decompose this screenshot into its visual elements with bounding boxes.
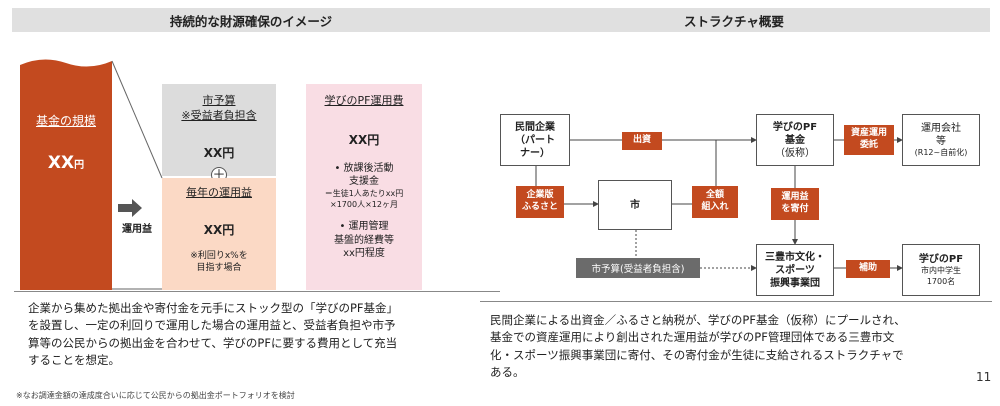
pf-fund-line-2: 基金 [785, 134, 805, 146]
pf-cost-item2-line2: 基盤的経費等 [334, 234, 394, 246]
pf-cost-title: 学びのPF運用費 [324, 94, 404, 107]
right-header-text: ストラクチャ概要 [684, 13, 784, 29]
invest-tag: 出資 [622, 132, 662, 150]
fund-amount: XX円 [48, 153, 84, 173]
city-budget-amount: XX円 [203, 145, 235, 160]
subsidy-tag-text: 補助 [858, 263, 877, 274]
pf-line-3: 1700名 [926, 276, 956, 286]
right-description: 民間企業による出資金／ふるさと納税が、学びのPF基金（仮称）にプールされ、 基金… [490, 312, 990, 381]
left-desc-line-2: を設置し、一定の利回りで運用した場合の運用益と、受益者負担や市予 [28, 318, 396, 333]
left-description-area [14, 291, 500, 379]
asset-manager-node: 運用会社 等 (R12~自前化) [902, 114, 980, 166]
pf-fund-line-3: （仮称） [775, 147, 815, 159]
left-desc-line-1: 企業から集めた拠出金や寄付金を元手にストック型の「学びのPF基金」 [28, 301, 399, 315]
donate-tag-line-1: 運用益 [781, 192, 809, 203]
furusato-tag: 企業版 ふるさと [516, 186, 564, 218]
fund-scale-label: 基金の規模 [35, 114, 96, 128]
right-section-header: ストラクチャ概要 [478, 8, 990, 32]
asset-mgr-line-1: 運用会社 [921, 122, 961, 134]
asset-tag-line-1: 資産運用 [850, 128, 887, 139]
subsidy-tag: 補助 [846, 260, 890, 278]
company-line-3: ナー） [520, 147, 550, 159]
left-section-header: 持続的な財源確保のイメージ [12, 8, 490, 32]
pf-line-1: 学びのPF [918, 254, 964, 266]
city-budget-tag-text: 市予算(受益者負担含) [591, 264, 685, 275]
pf-cost-amount: XX円 [348, 132, 380, 147]
pf-cost-item2-line1: • 運用管理 [339, 221, 389, 233]
fund-scale-bar [20, 59, 112, 290]
donate-tag-line-2: を寄付 [781, 204, 809, 214]
asset-mgr-line-3: (R12~自前化) [914, 147, 968, 157]
toyo-org-line-2: スポーツ [775, 264, 815, 276]
full-amount-tag-line-2: 組入れ [701, 202, 729, 212]
connector-line-top [111, 60, 163, 179]
city-budget-tag: 市予算(受益者負担含) [576, 258, 700, 278]
annual-return-note-2: 目指す場合 [196, 262, 242, 273]
left-desc-line-4: することを想定。 [28, 352, 120, 367]
pf-fund-node: 学びのPF 基金 （仮称） [756, 114, 834, 166]
right-description-divider [480, 301, 992, 302]
city-budget-title: 市予算 [202, 94, 236, 107]
donate-tag: 運用益 を寄付 [771, 188, 819, 220]
left-footnote: ※なお調達金額の達成度合いに応じて公民からの拠出金ポートフォリオを検討 [16, 391, 295, 400]
fund-amount-unit: 円 [74, 160, 85, 171]
city-node: 市 [598, 180, 672, 230]
company-node: 民間企業 （パート ナー） [500, 114, 570, 166]
invest-tag-text: 出資 [632, 135, 651, 146]
pf-cost-box: 学びのPF運用費 XX円 • 放課後活動 支援金 ＝生徒1人あたりxx円 ×17… [306, 84, 422, 290]
pf-cost-item1-line2: 支援金 [349, 176, 379, 188]
pf-line-2: 市内中学生 [921, 266, 961, 276]
arrow-right-icon [118, 199, 142, 217]
furusato-tag-line-2: ふるさと [521, 202, 558, 212]
fund-bar-shape [20, 59, 112, 290]
annual-return-note-1: ※利回りx%を [190, 250, 248, 261]
full-amount-tag: 全額 組入れ [692, 186, 738, 218]
right-desc-line-2: 基金での資産運用により創出された運用益が学びのPF管理団体である三豊市文 [490, 330, 895, 345]
right-desc-line-1: 民間企業による出資金／ふるさと納税が、学びのPF基金（仮称）にプールされ、 [490, 313, 906, 327]
toyo-org-line-1: 三豊市文化・ [765, 251, 825, 263]
left-desc-line-3: 算等の公民からの拠出金を合わせて、学びのPFに要する費用として充当 [28, 335, 398, 350]
company-line-2: （パート [515, 134, 555, 146]
pf-cost-item1-line1: • 放課後活動 [334, 162, 394, 174]
annual-return-amount: XX円 [203, 222, 235, 237]
pf-cost-item1-sub1: ＝生徒1人あたりxx円 [324, 188, 404, 198]
company-line-1: 民間企業 [515, 121, 555, 133]
fund-connector-lines [111, 60, 163, 290]
toyo-org-node: 三豊市文化・ スポーツ 振興事業団 [756, 244, 834, 296]
city-budget-subtitle: ※受益者負担含 [181, 108, 257, 122]
city-budget-box: 市予算 ※受益者負担含 XX円 [162, 84, 276, 176]
annual-return-title: 毎年の運用益 [186, 186, 252, 199]
page-number: 11 [976, 370, 992, 384]
pf-cost-item2-line3: xx円程度 [343, 248, 385, 260]
left-description: 企業から集めた拠出金や寄付金を元手にストック型の「学びのPF基金」 を設置し、一… [28, 300, 498, 369]
fund-label-group: 基金の規模 XX円 [20, 112, 112, 173]
left-header-text: 持続的な財源確保のイメージ [169, 13, 333, 29]
pf-cost-item1-sub2: ×1700人×12ヶ月 [330, 199, 398, 209]
city-label: 市 [630, 199, 640, 211]
asset-tag-line-2: 委託 [859, 140, 878, 150]
pf-node: 学びのPF 市内中学生 1700名 [902, 244, 980, 296]
furusato-tag-line-1: 企業版 [526, 190, 554, 201]
annual-return-box: 毎年の運用益 XX円 ※利回りx%を 目指す場合 [162, 178, 276, 290]
full-amount-tag-line-1: 全額 [705, 190, 724, 201]
right-desc-line-4: ある。 [490, 364, 525, 379]
right-desc-line-3: 化・スポーツ振興事業団に寄付、その寄付金が生徒に支給されるストラクチャで [490, 347, 904, 362]
fund-amount-value: XX [47, 153, 75, 173]
asset-mgr-line-2: 等 [936, 135, 946, 147]
toyo-org-line-3: 振興事業団 [770, 277, 820, 289]
asset-management-tag: 資産運用 委託 [844, 125, 894, 155]
return-arrow-label: 運用益 [122, 224, 152, 235]
pf-fund-line-1: 学びのPF [772, 121, 818, 133]
